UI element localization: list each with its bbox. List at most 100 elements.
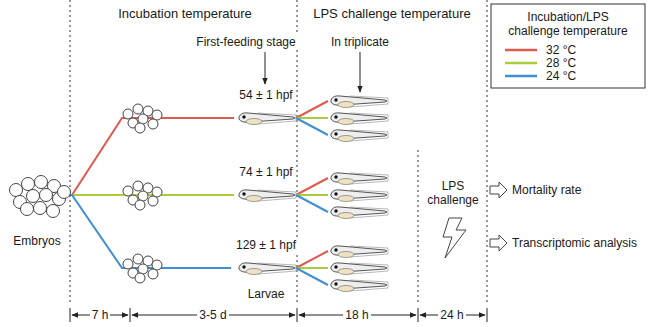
larva-eye (334, 192, 337, 195)
yolk-sac (246, 119, 262, 125)
egg (135, 273, 145, 283)
challenge-branch (296, 194, 328, 196)
annotation-label: LPS challenge temperature (311, 7, 473, 21)
incubation-line (68, 194, 234, 196)
egg (152, 187, 162, 197)
axis-tick (418, 308, 419, 322)
egg (58, 186, 71, 199)
egg (138, 191, 148, 201)
larva-node: 74 ± 1 hpf (234, 165, 298, 205)
annotation-label: 7 h (90, 308, 111, 322)
larva-eye (334, 248, 337, 251)
egg (138, 114, 148, 124)
yolk-sac (338, 102, 354, 108)
egg (152, 110, 162, 120)
larva-eye (334, 115, 337, 118)
larva-eye (242, 115, 245, 118)
challenge-branch (296, 267, 328, 269)
yolk-sac (338, 252, 354, 258)
larva-eye (242, 192, 245, 195)
challenge-branch (296, 117, 328, 119)
stage-label: 129 ± 1 hpf (234, 238, 298, 252)
yolk-sac (246, 196, 262, 202)
incubation-line (68, 118, 234, 195)
egg (148, 119, 158, 129)
egg (133, 181, 143, 191)
block-arrow (490, 182, 507, 198)
egg (35, 176, 48, 189)
larva-eye (334, 209, 337, 212)
incubation-line (68, 195, 231, 268)
annotation-label: 18 h (343, 308, 370, 322)
challenge-larva (331, 130, 388, 142)
larva (239, 190, 296, 202)
stage-label: 74 ± 1 hpf (237, 165, 294, 179)
egg (138, 264, 148, 274)
axis-tick (297, 308, 298, 322)
egg (34, 202, 47, 215)
pointer-arrow (360, 52, 361, 92)
egg (10, 184, 23, 197)
egg (133, 254, 143, 264)
annotation-label: Transcriptomic analysis (510, 236, 639, 250)
legend-sample (505, 62, 537, 65)
challenge-larva (331, 173, 388, 185)
larva-eye (334, 265, 337, 268)
yolk-sac (246, 269, 262, 275)
egg (27, 190, 40, 203)
separator-line (70, 0, 71, 305)
larva-eye (334, 132, 337, 135)
yolk-sac (338, 119, 354, 125)
egg (135, 200, 145, 210)
group-label: Embryos (11, 234, 62, 248)
challenge-branch (296, 195, 328, 212)
egg (21, 203, 34, 216)
egg-cluster (123, 181, 162, 210)
annotation-label: First-feeding stage (194, 35, 297, 49)
egg (123, 186, 133, 196)
larva-node: 54 ± 1 hpf (234, 88, 298, 128)
legend-text: 32 °C (546, 43, 576, 57)
larva-eye (334, 175, 337, 178)
egg (22, 178, 35, 191)
challenge-larva (331, 207, 388, 219)
egg (123, 109, 133, 119)
axis-tick (70, 308, 71, 322)
annotation-label: In triplicate (329, 35, 391, 49)
challenge-branch (296, 178, 328, 195)
larva-node: 129 ± 1 hpf (231, 238, 301, 278)
annotation-label: Incubation/LPS challenge temperature (500, 10, 636, 38)
larva (239, 113, 296, 125)
lightning-symbol (443, 218, 466, 258)
challenge-branch (296, 268, 328, 285)
yolk-sac (338, 213, 354, 219)
legend-text: 28 °C (546, 56, 576, 70)
annotation-label: LPS challenge (420, 179, 486, 207)
larva-eye (334, 282, 337, 285)
larva-eye (242, 265, 245, 268)
egg (47, 205, 60, 218)
challenge-branch (296, 118, 328, 135)
annotation-label: 3-5 d (197, 308, 228, 322)
separator-line (487, 0, 488, 305)
egg-cluster (123, 254, 162, 283)
yolk-sac (338, 179, 354, 185)
egg (135, 123, 145, 133)
annotation-label: Larvae (246, 287, 287, 301)
yolk-sac (338, 136, 354, 142)
legend-text: 24 °C (546, 69, 576, 83)
annotation-label: 24 h (438, 308, 465, 322)
legend-sample (505, 49, 537, 52)
embryo-cluster (10, 176, 71, 218)
challenge-larva (331, 96, 388, 108)
challenge-larva (331, 113, 388, 125)
egg (148, 196, 158, 206)
yolk-sac (338, 196, 354, 202)
challenge-larva (331, 246, 388, 258)
egg (152, 260, 162, 270)
annotation-label: Incubation temperature (116, 7, 254, 21)
embryo-group: Embryos (6, 172, 68, 248)
legend-box (491, 4, 645, 88)
axis-tick (487, 308, 488, 322)
challenge-larva (331, 263, 388, 275)
